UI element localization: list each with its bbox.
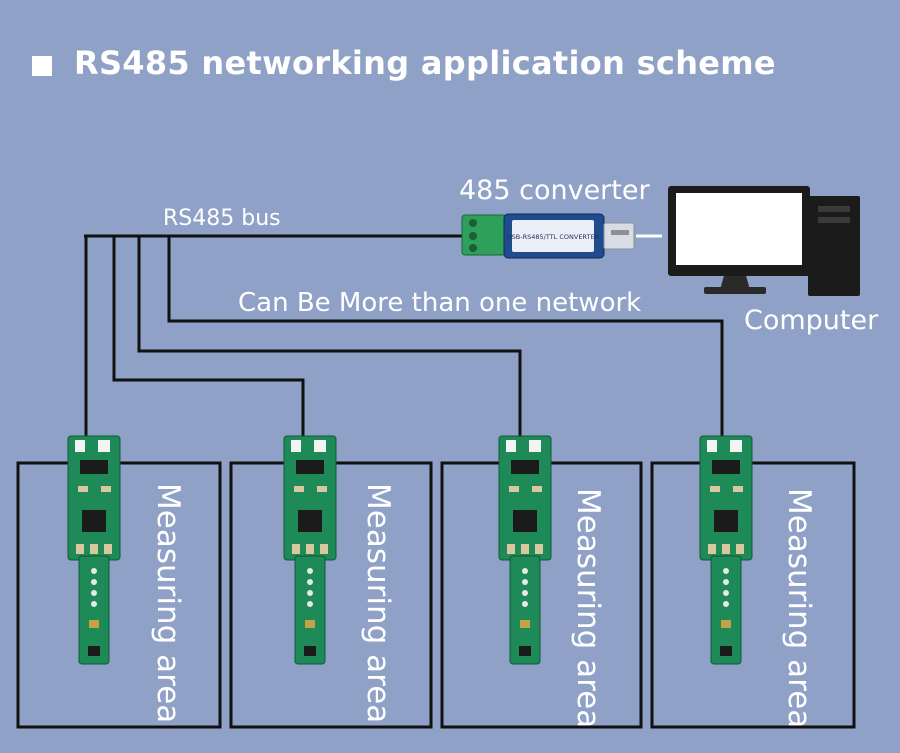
- terminal-screw: [469, 244, 477, 252]
- terminal-screw: [469, 219, 477, 227]
- monitor-stand: [720, 272, 750, 290]
- usb-plug-slot: [611, 230, 629, 235]
- terminal-screw: [469, 232, 477, 240]
- measuring-area-label-2: Measuring area: [360, 483, 396, 723]
- monitor-base: [704, 287, 766, 294]
- wire-sensor-2: [112, 236, 305, 436]
- wire-sensor-3: [137, 236, 522, 436]
- title-bullet: [32, 56, 52, 76]
- pc-tower-bay: [818, 217, 850, 223]
- usb-plug-metal: [603, 222, 635, 250]
- measuring-area-label-4: Measuring area: [781, 488, 817, 728]
- bus-wires: [84, 234, 724, 436]
- computer-icon: [668, 186, 860, 296]
- rs485-converter: USB-RS485/TTL CONVERTER: [461, 213, 635, 259]
- converter-print: USB-RS485/TTL CONVERTER: [507, 233, 600, 241]
- sensor-board-2: [283, 435, 337, 665]
- converter-label-panel: [512, 220, 594, 252]
- measuring-area-label-1: Measuring area: [150, 483, 186, 723]
- sensor-board-3: [498, 435, 552, 665]
- monitor-screen: [676, 193, 802, 265]
- measuring-area-box-4: [650, 461, 856, 729]
- converter-label: 485 converter: [459, 175, 650, 206]
- page-title: RS485 networking application scheme: [74, 44, 776, 82]
- sensor-board-4: [699, 435, 753, 665]
- sensor-board-1: [67, 435, 121, 665]
- computer-label: Computer: [744, 305, 879, 336]
- pc-tower-bay: [818, 206, 850, 212]
- wire-sensor-4: [167, 236, 724, 436]
- converter-terminal-block: [461, 214, 507, 256]
- bus-label: RS485 bus: [163, 206, 281, 231]
- measuring-area-label-3: Measuring area: [570, 488, 606, 728]
- network-note: Can Be More than one network: [238, 288, 641, 318]
